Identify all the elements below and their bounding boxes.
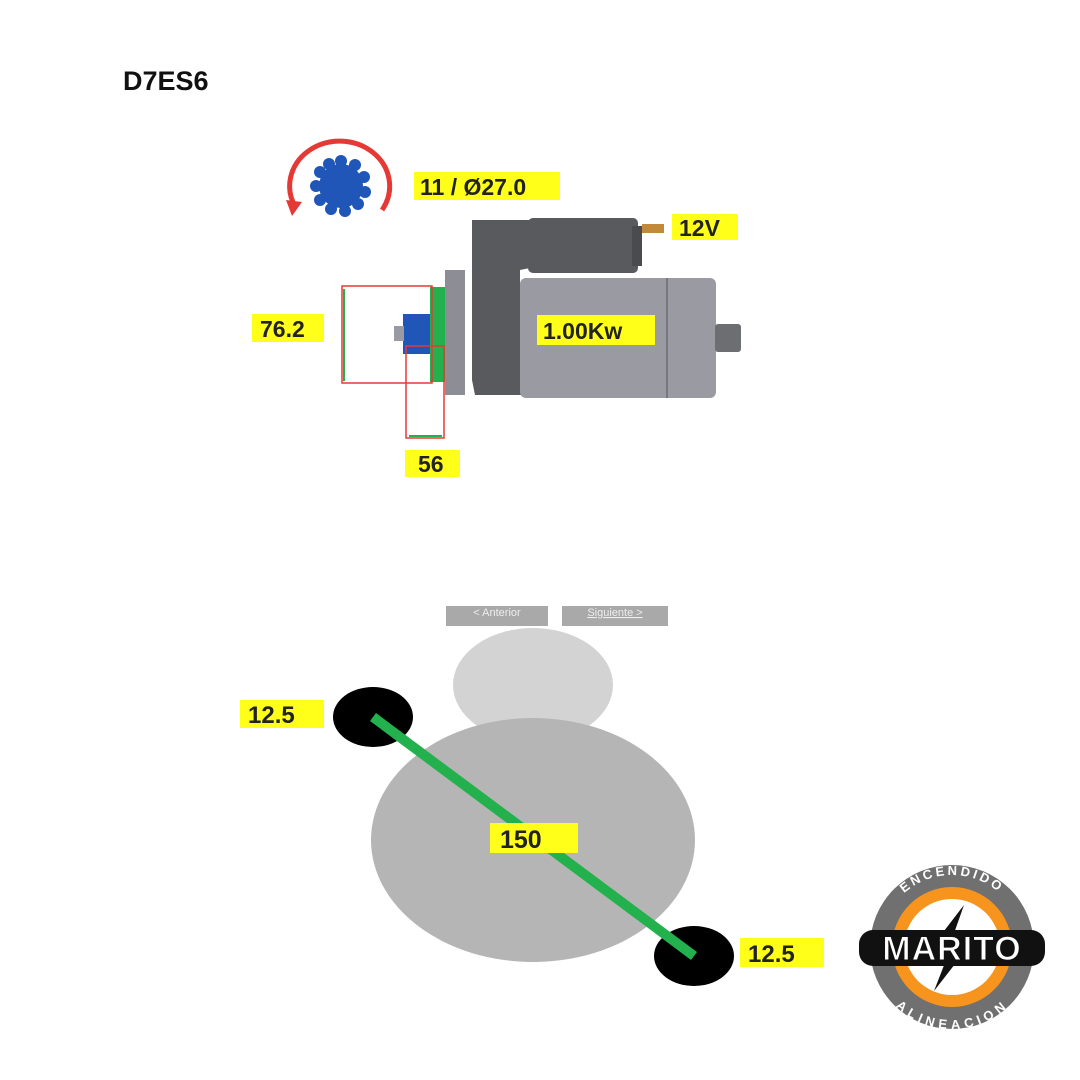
power-label: 1.00Kw xyxy=(543,318,622,344)
previous-button[interactable] xyxy=(446,606,548,626)
voltage-label: 12V xyxy=(679,215,721,241)
svg-text:MARITO: MARITO xyxy=(882,930,1021,968)
rotation-arrow-icon xyxy=(287,138,393,212)
mounting-pattern-drawing: < Anterior Siguiente > 12.5 150 12.5 xyxy=(240,606,824,986)
pinion-gear-icon xyxy=(310,155,371,217)
dimension-lines xyxy=(341,285,445,439)
starter-motor-drawing: 11 / Ø27.0 12V 1.00Kw 76.2 56 xyxy=(252,138,741,477)
flange-diameter-label: 76.2 xyxy=(260,316,305,342)
pinion-offset-label: 56 xyxy=(418,451,444,477)
hole-top-label: 12.5 xyxy=(248,702,295,729)
next-button-label: Siguiente > xyxy=(587,607,642,619)
previous-button-label: < Anterior xyxy=(473,607,521,619)
next-button[interactable] xyxy=(562,606,668,626)
distance-label: 150 xyxy=(500,826,542,854)
pinion-label: 11 / Ø27.0 xyxy=(420,174,526,200)
hole-bottom-label: 12.5 xyxy=(748,941,795,968)
marito-logo: ENCENDIDO ALINEACION MARITO xyxy=(859,863,1045,1032)
page-title: D7ES6 xyxy=(123,66,209,96)
terminal-icon xyxy=(642,224,664,233)
